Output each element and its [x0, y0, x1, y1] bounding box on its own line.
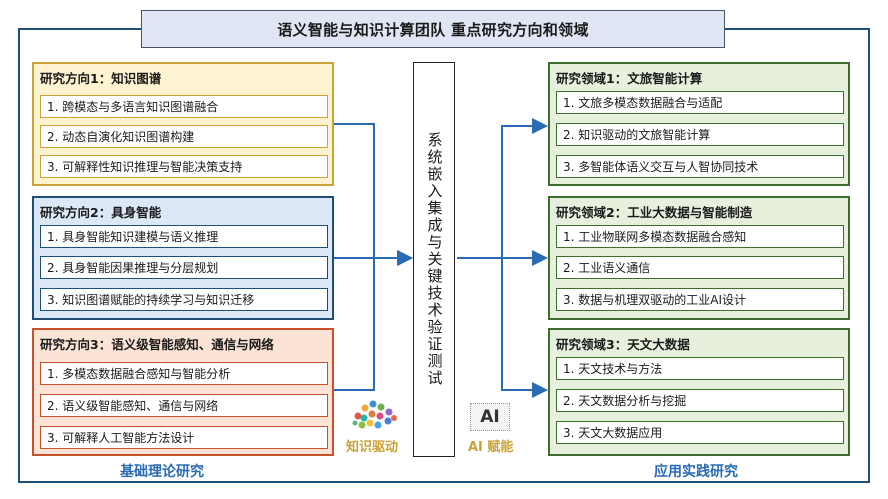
list-item: 3. 可解释人工智能方法设计: [40, 426, 328, 449]
ai-chip-icon: AI: [470, 403, 510, 431]
list-item: 3. 数据与机理双驱动的工业AI设计: [556, 288, 844, 311]
center-label: 系统嵌入集成与关键技术验证测试: [425, 132, 444, 387]
list-item: 2. 知识驱动的文旅智能计算: [556, 123, 844, 146]
knowledge-driven-label: 知识驱动: [346, 440, 399, 455]
list-item: 1. 天文技术与方法: [556, 357, 844, 380]
research-domain-1: 研究领域1：文旅智能计算 1. 文旅多模态数据融合与适配 2. 知识驱动的文旅智…: [548, 62, 850, 186]
list-item: 1. 具身智能知识建模与语义推理: [40, 225, 328, 248]
list-item: 3. 天文大数据应用: [556, 421, 844, 444]
list-item: 1. 多模态数据融合感知与智能分析: [40, 362, 328, 385]
list-item: 2. 工业语义通信: [556, 256, 844, 279]
ai-empower-label: AI 赋能: [468, 440, 514, 455]
group-title: 研究领域2：工业大数据与智能制造: [556, 205, 753, 220]
list-item: 3. 可解释性知识推理与智能决策支持: [40, 155, 328, 178]
center-validation-box: 系统嵌入集成与关键技术验证测试: [413, 62, 455, 457]
group-title: 研究方向3：语义级智能感知、通信与网络: [40, 337, 274, 352]
research-domain-2: 研究领域2：工业大数据与智能制造 1. 工业物联网多模态数据融合感知 2. 工业…: [548, 196, 850, 320]
group-title: 研究领域1：文旅智能计算: [556, 71, 703, 86]
list-item: 1. 跨模态与多语言知识图谱融合: [40, 95, 328, 118]
research-direction-2: 研究方向2：具身智能 1. 具身智能知识建模与语义推理 2. 具身智能因果推理与…: [32, 196, 334, 320]
list-item: 1. 工业物联网多模态数据融合感知: [556, 225, 844, 248]
research-direction-1: 研究方向1：知识图谱 1. 跨模态与多语言知识图谱融合 2. 动态自演化知识图谱…: [32, 62, 334, 186]
list-item: 3. 多智能体语义交互与人智协同技术: [556, 155, 844, 178]
group-title: 研究方向1：知识图谱: [40, 71, 162, 86]
list-item: 1. 文旅多模态数据融合与适配: [556, 91, 844, 114]
right-footer-label: 应用实践研究: [654, 464, 738, 480]
group-title: 研究方向2：具身智能: [40, 205, 162, 220]
group-title: 研究领域3：天文大数据: [556, 337, 690, 352]
list-item: 3. 知识图谱赋能的持续学习与知识迁移: [40, 288, 328, 311]
ai-chip-glyph: AI: [480, 407, 500, 427]
research-domain-3: 研究领域3：天文大数据 1. 天文技术与方法 2. 天文数据分析与挖掘 3. 天…: [548, 328, 850, 456]
list-item: 2. 动态自演化知识图谱构建: [40, 125, 328, 148]
list-item: 2. 具身智能因果推理与分层规划: [40, 256, 328, 279]
page-title: 语义智能与知识计算团队 重点研究方向和领域: [141, 10, 725, 48]
knowledge-cloud-icon: [352, 400, 397, 429]
list-item: 2. 天文数据分析与挖掘: [556, 389, 844, 412]
list-item: 2. 语义级智能感知、通信与网络: [40, 394, 328, 417]
research-direction-3: 研究方向3：语义级智能感知、通信与网络 1. 多模态数据融合感知与智能分析 2.…: [32, 328, 334, 456]
left-footer-label: 基础理论研究: [120, 464, 204, 480]
